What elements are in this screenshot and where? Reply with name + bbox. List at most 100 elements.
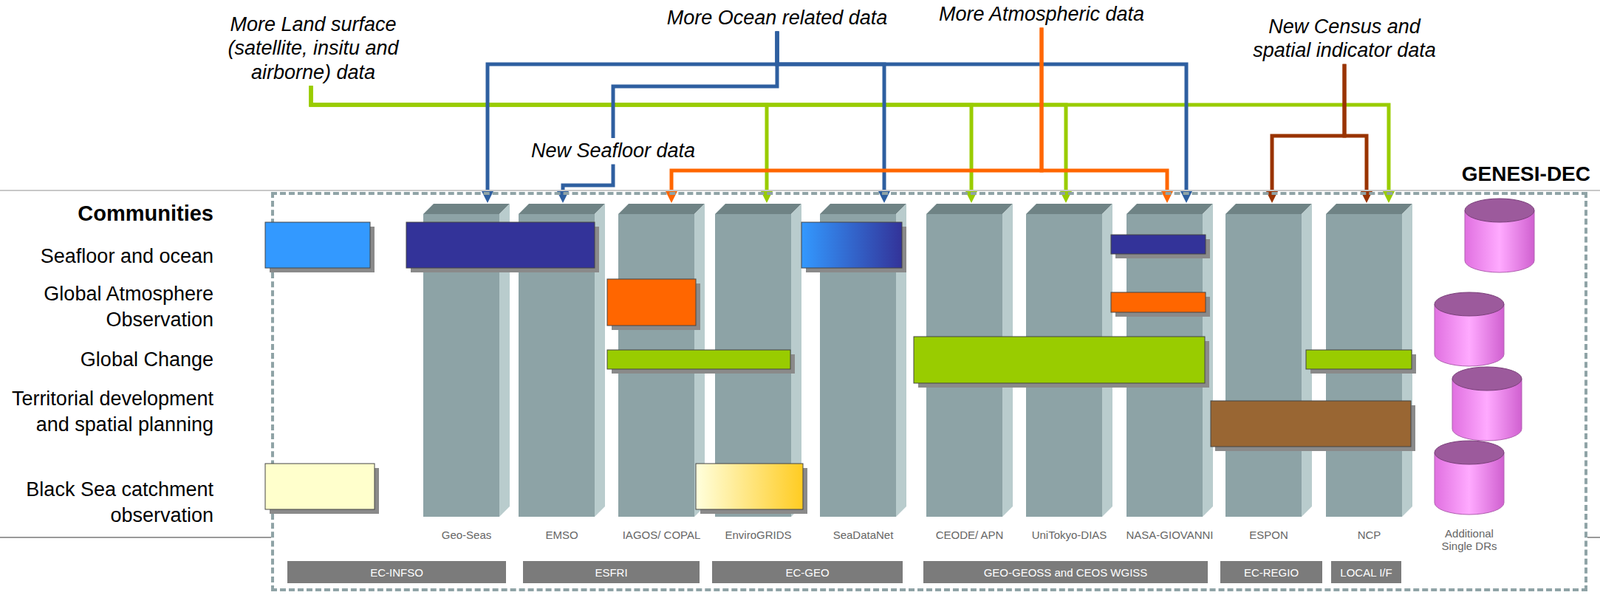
data-flow-line bbox=[613, 31, 778, 139]
column-front bbox=[926, 214, 1003, 518]
source-text: New Census and spatial indicator data bbox=[1244, 14, 1445, 63]
column-top bbox=[1126, 203, 1213, 215]
community-label: Global Atmosphere Observation bbox=[6, 281, 214, 334]
data-column: EnviroGRIDS bbox=[715, 203, 802, 559]
data-source: More Land surface (satellite, insitu and… bbox=[217, 12, 410, 85]
data-source: More Atmospheric data bbox=[908, 2, 1175, 26]
data-flow-line bbox=[310, 85, 1066, 195]
column-front bbox=[423, 214, 500, 518]
column-body bbox=[819, 203, 907, 518]
column-heading: Communities bbox=[6, 200, 214, 227]
data-column: NASA-GIOVANNI bbox=[1126, 203, 1213, 559]
data-flow-line bbox=[310, 85, 767, 195]
cylinder-top bbox=[1464, 198, 1535, 223]
data-column: NCP bbox=[1325, 203, 1413, 559]
column-top bbox=[423, 203, 510, 215]
community-label: Territorial development and spatial plan… bbox=[6, 386, 214, 439]
program-band: GEO-GEOSS and CEOS WGISS bbox=[923, 561, 1208, 584]
column-body bbox=[1126, 203, 1213, 518]
column-body bbox=[1225, 203, 1312, 518]
column-top bbox=[1325, 203, 1413, 215]
community-label: Seafloor and ocean bbox=[6, 243, 214, 270]
program-band: ESFRI bbox=[522, 561, 700, 584]
data-flow-line bbox=[1041, 27, 1168, 195]
rule-line bbox=[1587, 537, 1600, 539]
column-front bbox=[518, 214, 595, 518]
band-label: LOCAL I/F bbox=[1339, 566, 1392, 580]
column-top bbox=[618, 203, 705, 215]
data-column: SeaDataNet bbox=[819, 203, 907, 559]
cylinder-top bbox=[1434, 440, 1504, 465]
column-label: CEODE/ APN bbox=[921, 528, 1018, 542]
data-column: IAGOS/ COPAL bbox=[618, 203, 705, 559]
band-label: EC-INFSO bbox=[370, 566, 424, 580]
bars bbox=[265, 222, 1412, 510]
boundary-title: GENESI-DEC bbox=[1461, 162, 1591, 187]
column-body bbox=[715, 203, 802, 518]
column-front bbox=[819, 214, 897, 518]
stack-label: Additional Single DRs bbox=[1428, 527, 1510, 553]
column-side bbox=[499, 203, 510, 518]
column-side bbox=[1102, 203, 1113, 518]
column-front bbox=[1325, 214, 1403, 518]
column-label: ESPON bbox=[1221, 528, 1317, 542]
band-label: EC-GEO bbox=[785, 566, 829, 580]
column-label: NCP bbox=[1321, 528, 1417, 542]
column-side bbox=[594, 203, 605, 518]
program-band: LOCAL I/F bbox=[1331, 561, 1402, 584]
source-text: New Seafloor data bbox=[502, 138, 724, 163]
program-band: EC-INFSO bbox=[287, 561, 507, 584]
column-body bbox=[618, 203, 705, 518]
column-label: Geo-Seas bbox=[418, 528, 515, 542]
source-text: More Atmospheric data bbox=[908, 2, 1175, 26]
data-flow-line bbox=[310, 85, 972, 195]
community-label: Global Change bbox=[6, 347, 214, 374]
rule-line bbox=[0, 537, 272, 539]
column-body bbox=[518, 203, 605, 518]
cylinder-top bbox=[1452, 367, 1522, 391]
column-label: SeaDataNet bbox=[815, 528, 911, 542]
column-top bbox=[715, 203, 802, 215]
cylinder-top bbox=[1434, 292, 1504, 317]
column-label: NASA-GIOVANNI bbox=[1122, 528, 1218, 542]
column-label: IAGOS/ COPAL bbox=[613, 528, 710, 542]
data-column: Geo-Seas bbox=[423, 203, 510, 559]
bar-shadows bbox=[269, 226, 1417, 515]
column-body bbox=[1325, 203, 1413, 518]
column-label: UniTokyo-DIAS bbox=[1021, 528, 1117, 542]
band-label: GEO-GEOSS and CEOS WGISS bbox=[983, 566, 1148, 580]
column-front bbox=[618, 214, 695, 518]
program-band: EC-REGIO bbox=[1220, 561, 1323, 584]
repository-stack: Additional Single DRs bbox=[1425, 196, 1537, 559]
column-front bbox=[1126, 214, 1203, 518]
column-side bbox=[694, 203, 705, 518]
data-column: UniTokyo-DIAS bbox=[1026, 203, 1113, 559]
data-column: ESPON bbox=[1225, 203, 1312, 559]
column-side bbox=[1202, 203, 1213, 518]
data-column: EMSO bbox=[518, 203, 605, 559]
column-top bbox=[1026, 203, 1113, 215]
column-top bbox=[1225, 203, 1312, 215]
data-column: CEODE/ APN bbox=[926, 203, 1013, 559]
column-body bbox=[926, 203, 1013, 518]
column-side bbox=[1301, 203, 1312, 518]
band-label: ESFRI bbox=[594, 566, 628, 580]
system-boundary: GENESI-DECGeo-SeasEMSOIAGOS/ COPALEnviro… bbox=[271, 192, 1588, 592]
column-side bbox=[896, 203, 907, 518]
column-top bbox=[819, 203, 907, 215]
source-text: More Land surface (satellite, insitu and… bbox=[217, 12, 410, 85]
cylinder-group bbox=[1425, 196, 1537, 522]
column-front bbox=[1026, 214, 1103, 518]
data-source: New Seafloor data bbox=[502, 138, 724, 163]
source-text: More Ocean related data bbox=[644, 5, 911, 30]
data-flow-line bbox=[1344, 64, 1367, 195]
rule-line bbox=[0, 189, 1600, 192]
column-label: EMSO bbox=[514, 528, 610, 542]
column-label: EnviroGRIDS bbox=[710, 528, 806, 542]
column-side bbox=[791, 203, 802, 518]
data-flow-line bbox=[562, 163, 614, 195]
data-flow-line bbox=[310, 85, 1389, 195]
community-label: Black Sea catchment observation bbox=[6, 477, 214, 529]
data-flow-line bbox=[671, 27, 1042, 195]
data-flow-line bbox=[1272, 64, 1345, 195]
